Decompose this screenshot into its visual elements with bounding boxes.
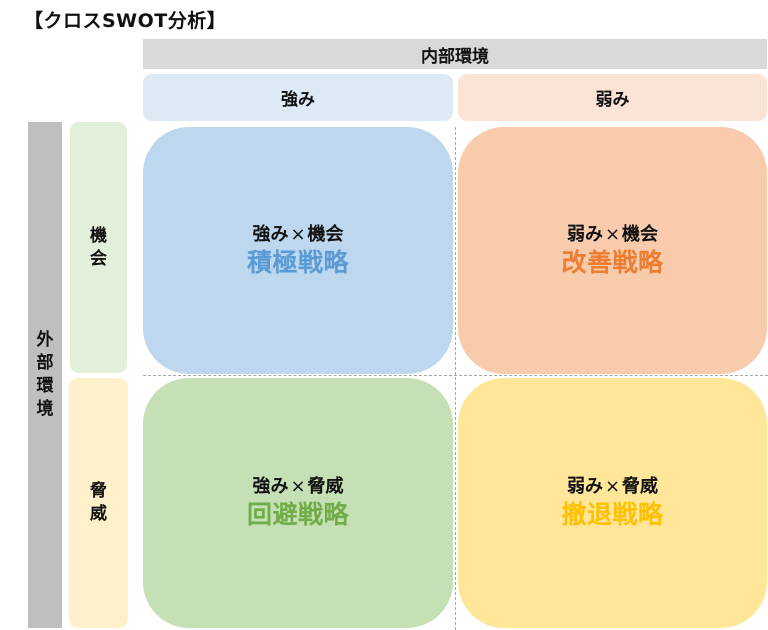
quadrant-combo: 強み×機会: [252, 223, 343, 247]
internal-environment-header: 内部環境: [143, 39, 767, 69]
combo-left: 強み: [252, 476, 289, 497]
combo-right: 機会: [622, 223, 659, 245]
strengths-label: 強み: [281, 90, 315, 110]
strategy-withdrawal: 撤退戦略: [561, 500, 664, 529]
quadrant-weaknesses-opportunities: 弱み×機会 改善戦略: [458, 127, 767, 374]
label-char: 環: [36, 376, 54, 396]
label-char: 脅: [90, 481, 107, 501]
quadrant-strengths-threats: 強み×脅威 回避戦略: [143, 378, 453, 628]
threats-label: 脅 威: [90, 480, 107, 526]
quadrant-strengths-opportunities: 強み×機会 積極戦略: [143, 127, 453, 374]
quadrant-combo: 弱み×機会: [567, 223, 658, 247]
label-char: 境: [36, 399, 54, 419]
times-icon: ×: [290, 223, 306, 245]
strategy-aggressive: 積極戦略: [246, 247, 349, 277]
column-header-strengths: 強み: [143, 74, 453, 121]
external-environment-label: 外 部 環 境: [37, 329, 54, 421]
combo-right: 機会: [307, 223, 344, 245]
vertical-divider: [455, 127, 456, 630]
label-char: 外: [36, 330, 54, 350]
label-char: 部: [36, 353, 54, 373]
internal-environment-label: 内部環境: [421, 46, 489, 67]
strategy-improvement: 改善戦略: [561, 247, 664, 277]
quadrant-combo: 弱み×脅威: [567, 475, 658, 499]
times-icon: ×: [290, 476, 306, 497]
combo-right: 脅威: [307, 476, 344, 497]
times-icon: ×: [604, 476, 621, 497]
combo-left: 弱み: [566, 476, 603, 497]
strategy-avoidance: 回避戦略: [246, 500, 349, 529]
column-header-weaknesses: 弱み: [458, 74, 767, 121]
quadrant-weaknesses-threats: 弱み×脅威 撤退戦略: [458, 378, 767, 628]
label-char: 機: [90, 225, 107, 246]
quadrant-combo: 強み×脅威: [252, 475, 343, 499]
combo-left: 弱み: [566, 223, 603, 245]
times-icon: ×: [604, 223, 621, 245]
page-title: 【クロスSWOT分析】: [24, 10, 227, 32]
opportunities-label: 機 会: [90, 225, 107, 271]
weaknesses-label: 弱み: [595, 90, 630, 110]
row-header-opportunities: 機 会: [70, 122, 127, 373]
label-char: 会: [90, 248, 107, 269]
combo-left: 強み: [252, 223, 289, 245]
label-char: 威: [90, 504, 107, 524]
row-header-threats: 脅 威: [69, 378, 128, 628]
external-environment-header: 外 部 環 境: [28, 122, 62, 628]
combo-right: 脅威: [622, 476, 659, 497]
horizontal-divider: [143, 375, 768, 376]
